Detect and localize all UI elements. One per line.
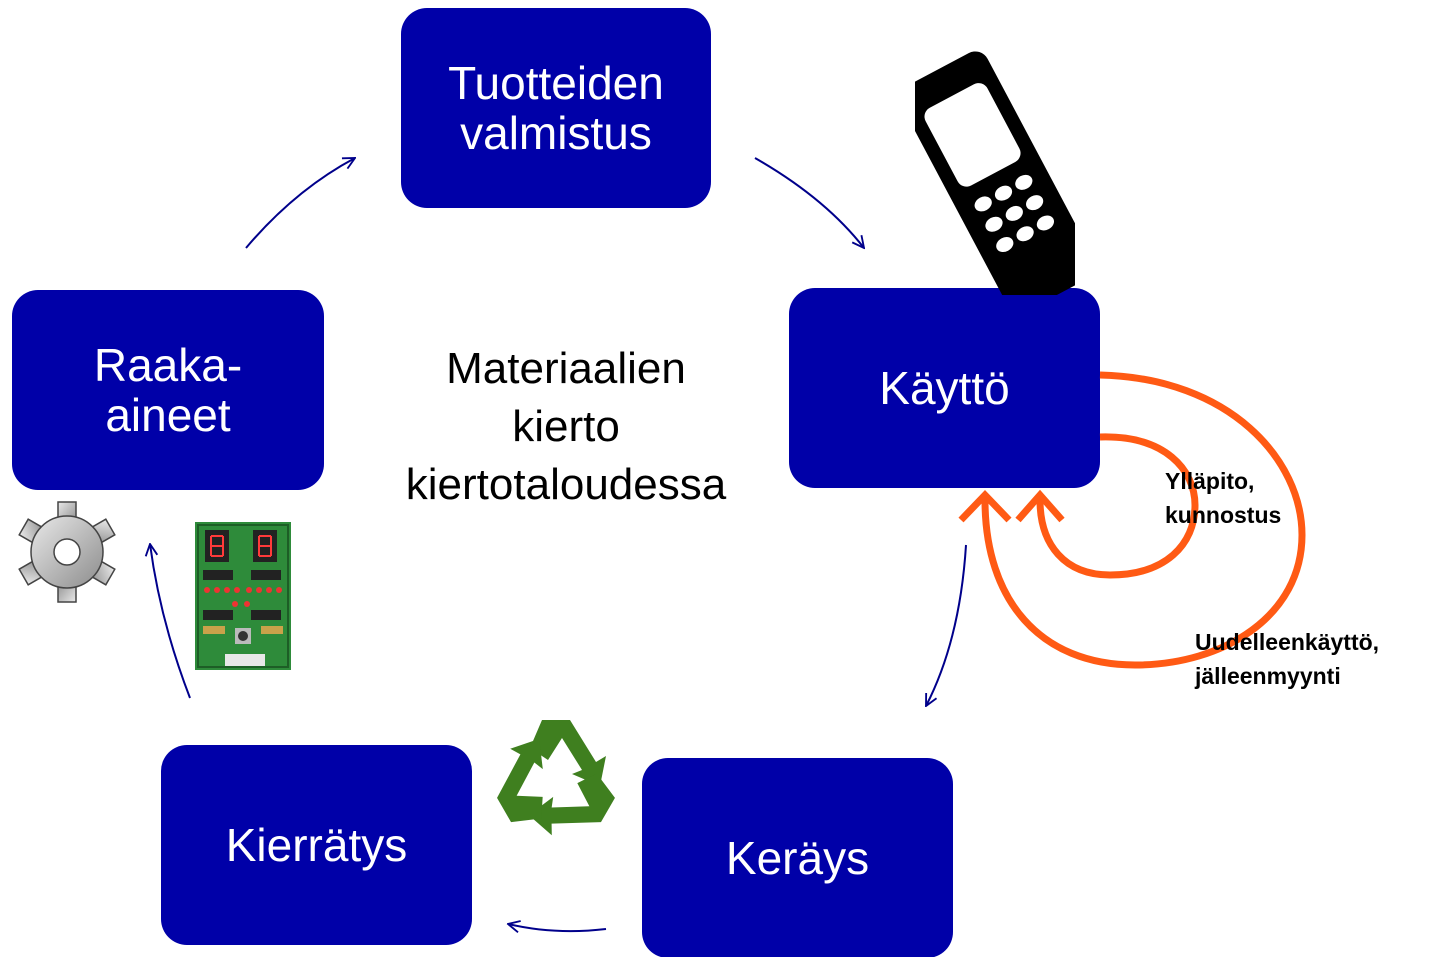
loop-maintenance — [1036, 433, 1199, 579]
node-recycling: Kierrätys — [161, 745, 472, 945]
arrow-production-to-use — [754, 157, 864, 248]
label-reuse-resale: Uudelleenkäyttö, jälleenmyynti — [1195, 629, 1380, 689]
gear-icon — [18, 501, 116, 603]
node-use: Käyttö — [789, 288, 1100, 488]
loop-reuse-arrowhead — [958, 489, 1012, 523]
node-raw-materials: Raaka- aineet — [12, 290, 324, 490]
loop-reuse — [981, 371, 1306, 669]
arrow-raw-to-production — [245, 158, 355, 249]
mobile-phone-icon — [915, 51, 1075, 295]
center-title: Materiaalien kierto kiertotaloudessa — [405, 344, 727, 509]
arrow-use-to-collection — [926, 544, 967, 706]
node-collection: Keräys — [642, 758, 953, 957]
label-maintenance-repair: Ylläpito, kunnostus — [1165, 468, 1282, 528]
arrow-recycling-to-raw — [150, 544, 191, 699]
node-product-manufacturing: Tuotteiden valmistus — [401, 8, 711, 208]
loop-maintenance-arrowhead — [1015, 489, 1065, 523]
circuit-board-icon — [195, 522, 291, 670]
recycle-icon — [497, 720, 615, 836]
arrow-collection-to-recycling — [508, 924, 607, 931]
